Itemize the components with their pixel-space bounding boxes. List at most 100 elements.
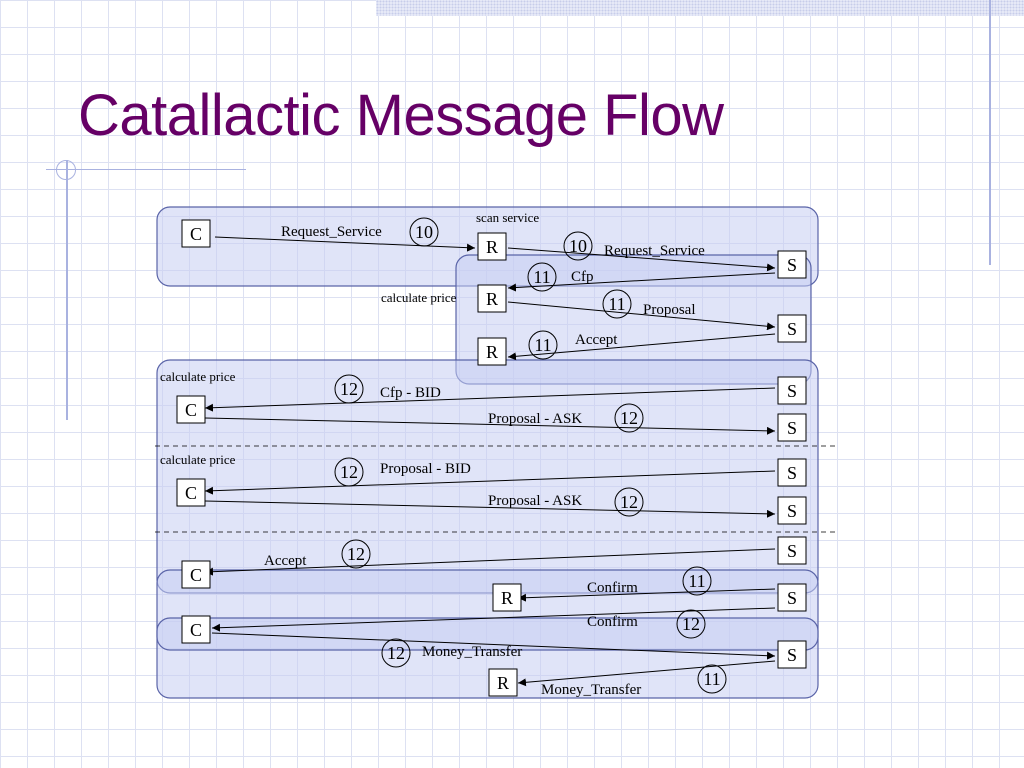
svg-text:S: S	[787, 588, 797, 608]
message-label: Proposal - BID	[380, 461, 471, 477]
note-label: calculate price	[381, 290, 457, 305]
svg-text:12: 12	[620, 408, 638, 428]
note-label: calculate price	[160, 369, 236, 384]
message-label: Money_Transfer	[541, 682, 641, 698]
node-client: C	[181, 560, 211, 589]
message-arrow	[507, 301, 776, 331]
node-service: S	[777, 536, 807, 565]
note-label: calculate price	[160, 452, 236, 467]
message-label: Cfp - BID	[380, 385, 441, 401]
slide-title: Catallactic Message Flow	[78, 83, 724, 148]
step-marker: 11	[528, 330, 558, 360]
message-arrow	[507, 247, 776, 272]
message-arrow	[204, 548, 776, 576]
svg-text:11: 11	[688, 571, 705, 591]
svg-text:S: S	[787, 418, 797, 438]
svg-text:R: R	[486, 289, 498, 309]
svg-text:R: R	[497, 673, 509, 693]
step-marker: 12	[341, 539, 371, 569]
title-underline-decoration	[46, 169, 246, 170]
step-marker: 11	[527, 262, 557, 292]
node-client: C	[176, 395, 206, 424]
node-resource: R	[492, 583, 522, 612]
group-regions	[156, 206, 819, 699]
message-arrow	[517, 660, 776, 687]
step-marker: 12	[381, 638, 411, 668]
svg-text:12: 12	[620, 492, 638, 512]
svg-text:10: 10	[569, 236, 587, 256]
step-marker: 12	[334, 374, 364, 404]
message-label: Proposal - ASK	[488, 411, 582, 427]
message-label: Request_Service	[604, 243, 705, 259]
decoration-circle	[56, 160, 76, 180]
step-marker: 11	[697, 664, 727, 694]
step-marker: 11	[682, 566, 712, 596]
node-service: S	[777, 458, 807, 487]
node-service: S	[777, 496, 807, 525]
message-arrow	[211, 607, 776, 632]
node-resource: R	[477, 232, 507, 261]
message-arrow	[204, 470, 776, 495]
svg-text:12: 12	[340, 462, 358, 482]
annotation-notes: scan service calculate price calculate p…	[160, 210, 539, 467]
svg-text:11: 11	[533, 267, 550, 287]
svg-text:C: C	[190, 620, 202, 640]
svg-text:C: C	[185, 483, 197, 503]
message-label: Confirm	[587, 580, 638, 596]
svg-text:10: 10	[415, 222, 433, 242]
message-label: Proposal - ASK	[488, 493, 582, 509]
message-arrow	[204, 500, 776, 518]
message-label: Accept	[575, 332, 618, 348]
dashed-separators	[155, 445, 838, 533]
step-marker: 12	[334, 457, 364, 487]
svg-text:S: S	[787, 463, 797, 483]
node-resource: R	[477, 284, 507, 313]
svg-text:S: S	[787, 501, 797, 521]
svg-text:11: 11	[703, 669, 720, 689]
svg-text:12: 12	[340, 379, 358, 399]
message-label: Accept	[264, 553, 307, 569]
svg-text:11: 11	[608, 294, 625, 314]
node-service: S	[777, 376, 807, 405]
step-markers: 10 10 11 11 11 12 12 12 12 12 11 12 12 1…	[334, 217, 727, 694]
svg-text:S: S	[787, 645, 797, 665]
svg-text:11: 11	[534, 335, 551, 355]
message-labels: Request_Service Request_Service Cfp Prop…	[264, 224, 705, 698]
svg-text:S: S	[787, 255, 797, 275]
node-client: C	[176, 478, 206, 507]
svg-text:S: S	[787, 319, 797, 339]
message-arrow	[204, 387, 776, 412]
node-client: C	[181, 219, 211, 248]
svg-text:C: C	[190, 224, 202, 244]
node-service: S	[777, 413, 807, 442]
message-label: Cfp	[571, 269, 594, 285]
svg-text:R: R	[486, 237, 498, 257]
right-decoration-line	[989, 0, 991, 265]
svg-text:S: S	[787, 381, 797, 401]
step-marker: 12	[614, 487, 644, 517]
message-arrow	[517, 588, 776, 602]
node-service: S	[777, 314, 807, 343]
message-label: Money_Transfer	[422, 644, 522, 660]
node-service: S	[777, 640, 807, 669]
message-arrow	[204, 417, 776, 435]
message-label: Proposal	[643, 302, 696, 318]
message-arrow	[211, 632, 776, 660]
step-marker: 12	[676, 609, 706, 639]
step-marker: 12	[614, 403, 644, 433]
message-arrow	[214, 236, 476, 252]
message-arrow	[507, 333, 776, 361]
step-marker: 10	[563, 231, 593, 261]
message-label: Confirm	[587, 614, 638, 630]
nodes: C R S R S R S C S S C S S C R S C S R	[176, 219, 807, 697]
svg-text:12: 12	[387, 643, 405, 663]
node-client: C	[181, 615, 211, 644]
svg-text:12: 12	[347, 544, 365, 564]
svg-text:R: R	[501, 588, 513, 608]
node-resource: R	[488, 668, 518, 697]
step-marker: 10	[409, 217, 439, 247]
message-label: Request_Service	[281, 224, 382, 240]
node-resource: R	[477, 337, 507, 366]
svg-text:C: C	[190, 565, 202, 585]
